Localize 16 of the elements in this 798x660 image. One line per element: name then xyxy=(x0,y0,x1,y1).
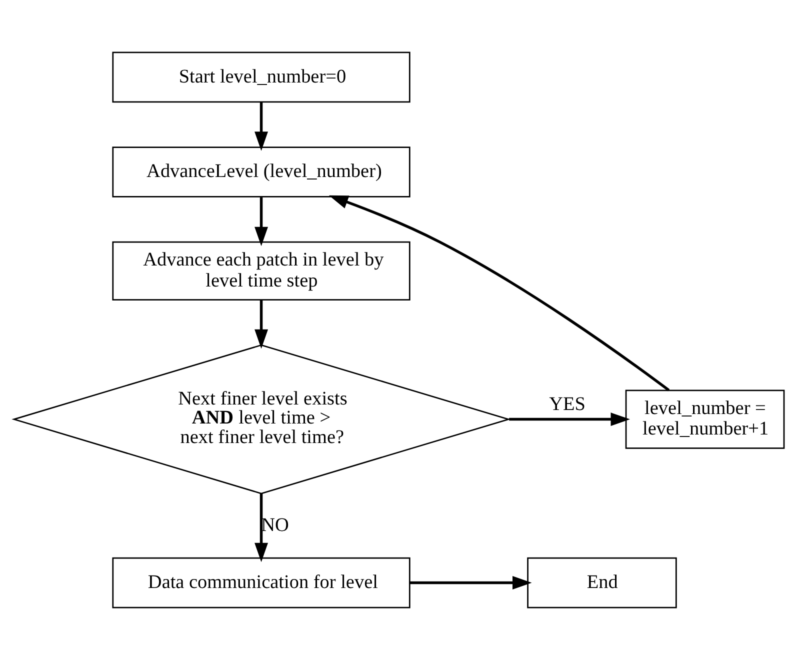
arrow xyxy=(254,494,268,562)
node-box: Start level_number=0 xyxy=(112,52,410,103)
edge-label: YES xyxy=(549,394,586,415)
node-box: level_number = level_number+1 xyxy=(625,390,785,449)
node-diamond: Next finer level exists AND level time > next finer level time? xyxy=(12,344,511,494)
node-box: AdvanceLevel (level_number) xyxy=(112,146,410,198)
arrow xyxy=(254,300,268,349)
node-box: Data communication for level xyxy=(112,557,410,608)
edge-label: NO xyxy=(261,514,289,536)
node-box: End xyxy=(527,557,677,608)
arrow xyxy=(328,195,670,392)
arrow xyxy=(410,576,532,590)
arrow xyxy=(509,412,630,426)
arrow xyxy=(254,197,268,246)
arrow xyxy=(254,102,268,151)
node-box: Advance each patch in level by level time step xyxy=(112,241,410,300)
